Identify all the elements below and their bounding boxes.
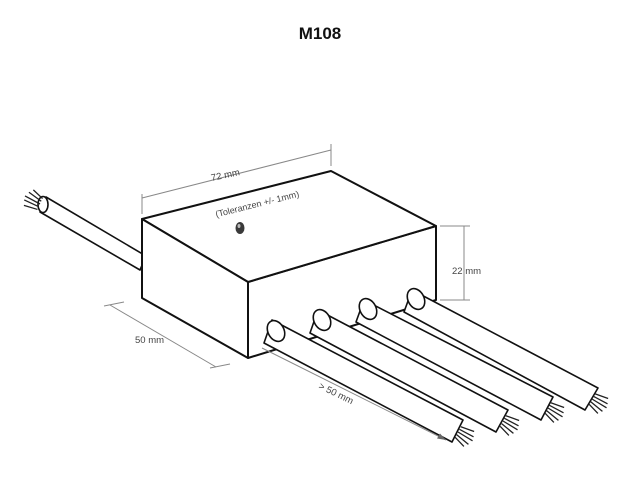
depth-label: 50 mm <box>135 335 164 346</box>
left-cable <box>20 187 147 271</box>
module-box <box>141 170 437 359</box>
diagram-title: M108 <box>298 24 342 43</box>
output-cables <box>263 287 612 450</box>
height-label: 22 mm <box>452 266 481 277</box>
cable-3 <box>355 297 568 426</box>
cable-1 <box>263 319 478 450</box>
length-label: 72 mm <box>210 167 241 184</box>
depth-dimension: 50 mm <box>103 301 231 369</box>
height-dimension: 22 mm <box>440 225 481 301</box>
cable-2 <box>309 308 523 439</box>
cable-length-dimension: > 50 mm <box>261 347 447 441</box>
led-indicator <box>235 222 245 234</box>
cable-4 <box>403 287 612 417</box>
